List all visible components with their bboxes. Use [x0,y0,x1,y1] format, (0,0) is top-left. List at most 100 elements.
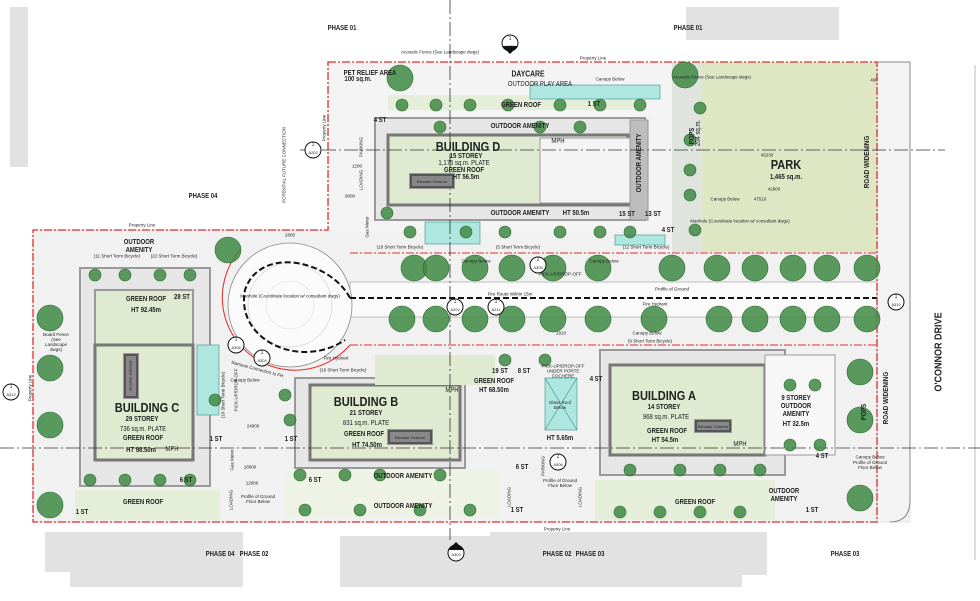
tree-icon [733,505,747,519]
tree-icon [846,358,874,386]
tree-icon [459,225,473,239]
building-b-name: BUILDING B [333,393,399,409]
nine-storey-label: 9 STOREY [781,395,811,403]
tree-icon [422,305,450,333]
storey-4: 4 ST [373,117,387,125]
height-label: HT 32.5m [782,421,810,429]
tree-icon [153,473,167,487]
tree-icon [118,268,132,282]
building-c-mph: MPH [165,446,179,454]
outdoor-label: OUTDOOR [768,488,800,496]
loading-label: LOADING [228,489,234,511]
board-fence-note: Board Fence (See Landscape dwgs) [43,332,69,352]
tree-icon [813,438,827,452]
tree-icon [753,463,767,477]
tree-icon [463,503,477,517]
tree-icon [293,468,307,482]
fire-hydrant-label: Fire Hydrant [642,301,668,307]
tree-icon [673,463,687,477]
manhole-note: Manhole (Coordinate location w/ consulta… [690,218,790,224]
tree-icon [183,473,197,487]
tree-icon [653,505,667,519]
tree-icon [658,254,686,282]
bike-parking-note: (12 Short Term Bicycle) [622,244,670,250]
tree-icon [386,64,414,92]
tree-icon [380,206,394,220]
tree-icon [683,133,697,147]
bike-parking-note: (22 Short Term Bicycle) [150,253,198,259]
building-c-height: HT 98.50m [126,447,156,455]
pickup-porte-label: PICK-UP/DROP-OFF UNDER PORTE COCHERE [541,363,585,379]
elevator-overrun-d: Elevator Overrun [409,173,455,189]
glass-roof-label: Glass Roof Below [548,400,572,410]
tree-icon [413,503,427,517]
tree-icon [463,98,477,112]
tree-icon [36,411,64,439]
building-b-roof: GREEN ROOF [343,431,385,439]
tree-icon [153,268,167,282]
tree-icon [461,305,489,333]
profile-ground-label: Profile of Ground Floor Below [852,460,888,470]
amenity-label: AMENITY [125,247,153,255]
dimension: 47510 [753,196,767,202]
tree-icon [395,98,409,112]
tree-icon [338,468,352,482]
storey-1: 1 ST [75,509,89,517]
tree-icon [593,225,607,239]
tree-icon [88,268,102,282]
tree-icon [853,305,881,333]
tree-icon [388,305,416,333]
storey-1: 1 ST [209,436,223,444]
road-widening-label: ROAD WIDENING [864,135,872,189]
storey-6: 6 ST [515,464,529,472]
loading-label: LOADING [577,486,583,508]
building-d-name: BUILDING D [435,138,501,154]
tree-icon [741,305,769,333]
dimension: 400 [870,77,878,83]
outdoor-label: OUTDOOR [123,239,155,247]
future-connection-note: POTENTIAL FUTURE CONNECTION [281,127,287,203]
tree-icon [539,305,567,333]
tree-icon [640,305,668,333]
park-area-label: 1,465 sq.m. [769,174,803,182]
tree-icon [846,406,874,434]
tree-icon [422,254,450,282]
tree-icon [613,505,627,519]
building-d-height: HT 56.5m [452,174,480,182]
dimension: 12000 [245,480,259,486]
outdoor-amenity-label: OUTDOOR AMENITY [490,123,550,131]
building-a-mph: MPH [733,441,747,449]
canopy-below-label: Canopy Below [461,258,491,264]
bike-parking-note: (16 Short Term Bicycle) [319,367,367,373]
building-c-storey: 29 STOREY [125,416,159,424]
gas-meter-label: Gas Meter [364,216,370,238]
tree-icon [671,61,699,89]
pops-label: POPS [861,403,869,421]
tree-icon [498,254,526,282]
phase-label: PHASE 02 [542,551,572,559]
canopy-below-label: Canopy Below [632,330,662,336]
porte-height-label: HT 5.65m [546,435,574,443]
building-d-roof: GREEN ROOF [443,167,485,175]
loading-label: LOADING [358,169,364,191]
dimension: 18000 [243,464,257,470]
storey-1: 1 ST [284,436,298,444]
building-c-plate: 736 sq.m. PLATE [119,426,167,434]
tree-icon [498,305,526,333]
canopy-below-label: Canopy Below [230,377,260,383]
building-c-upper-height: HT 92.45m [131,307,161,315]
tree-icon [278,388,292,402]
tree-icon [183,268,197,282]
